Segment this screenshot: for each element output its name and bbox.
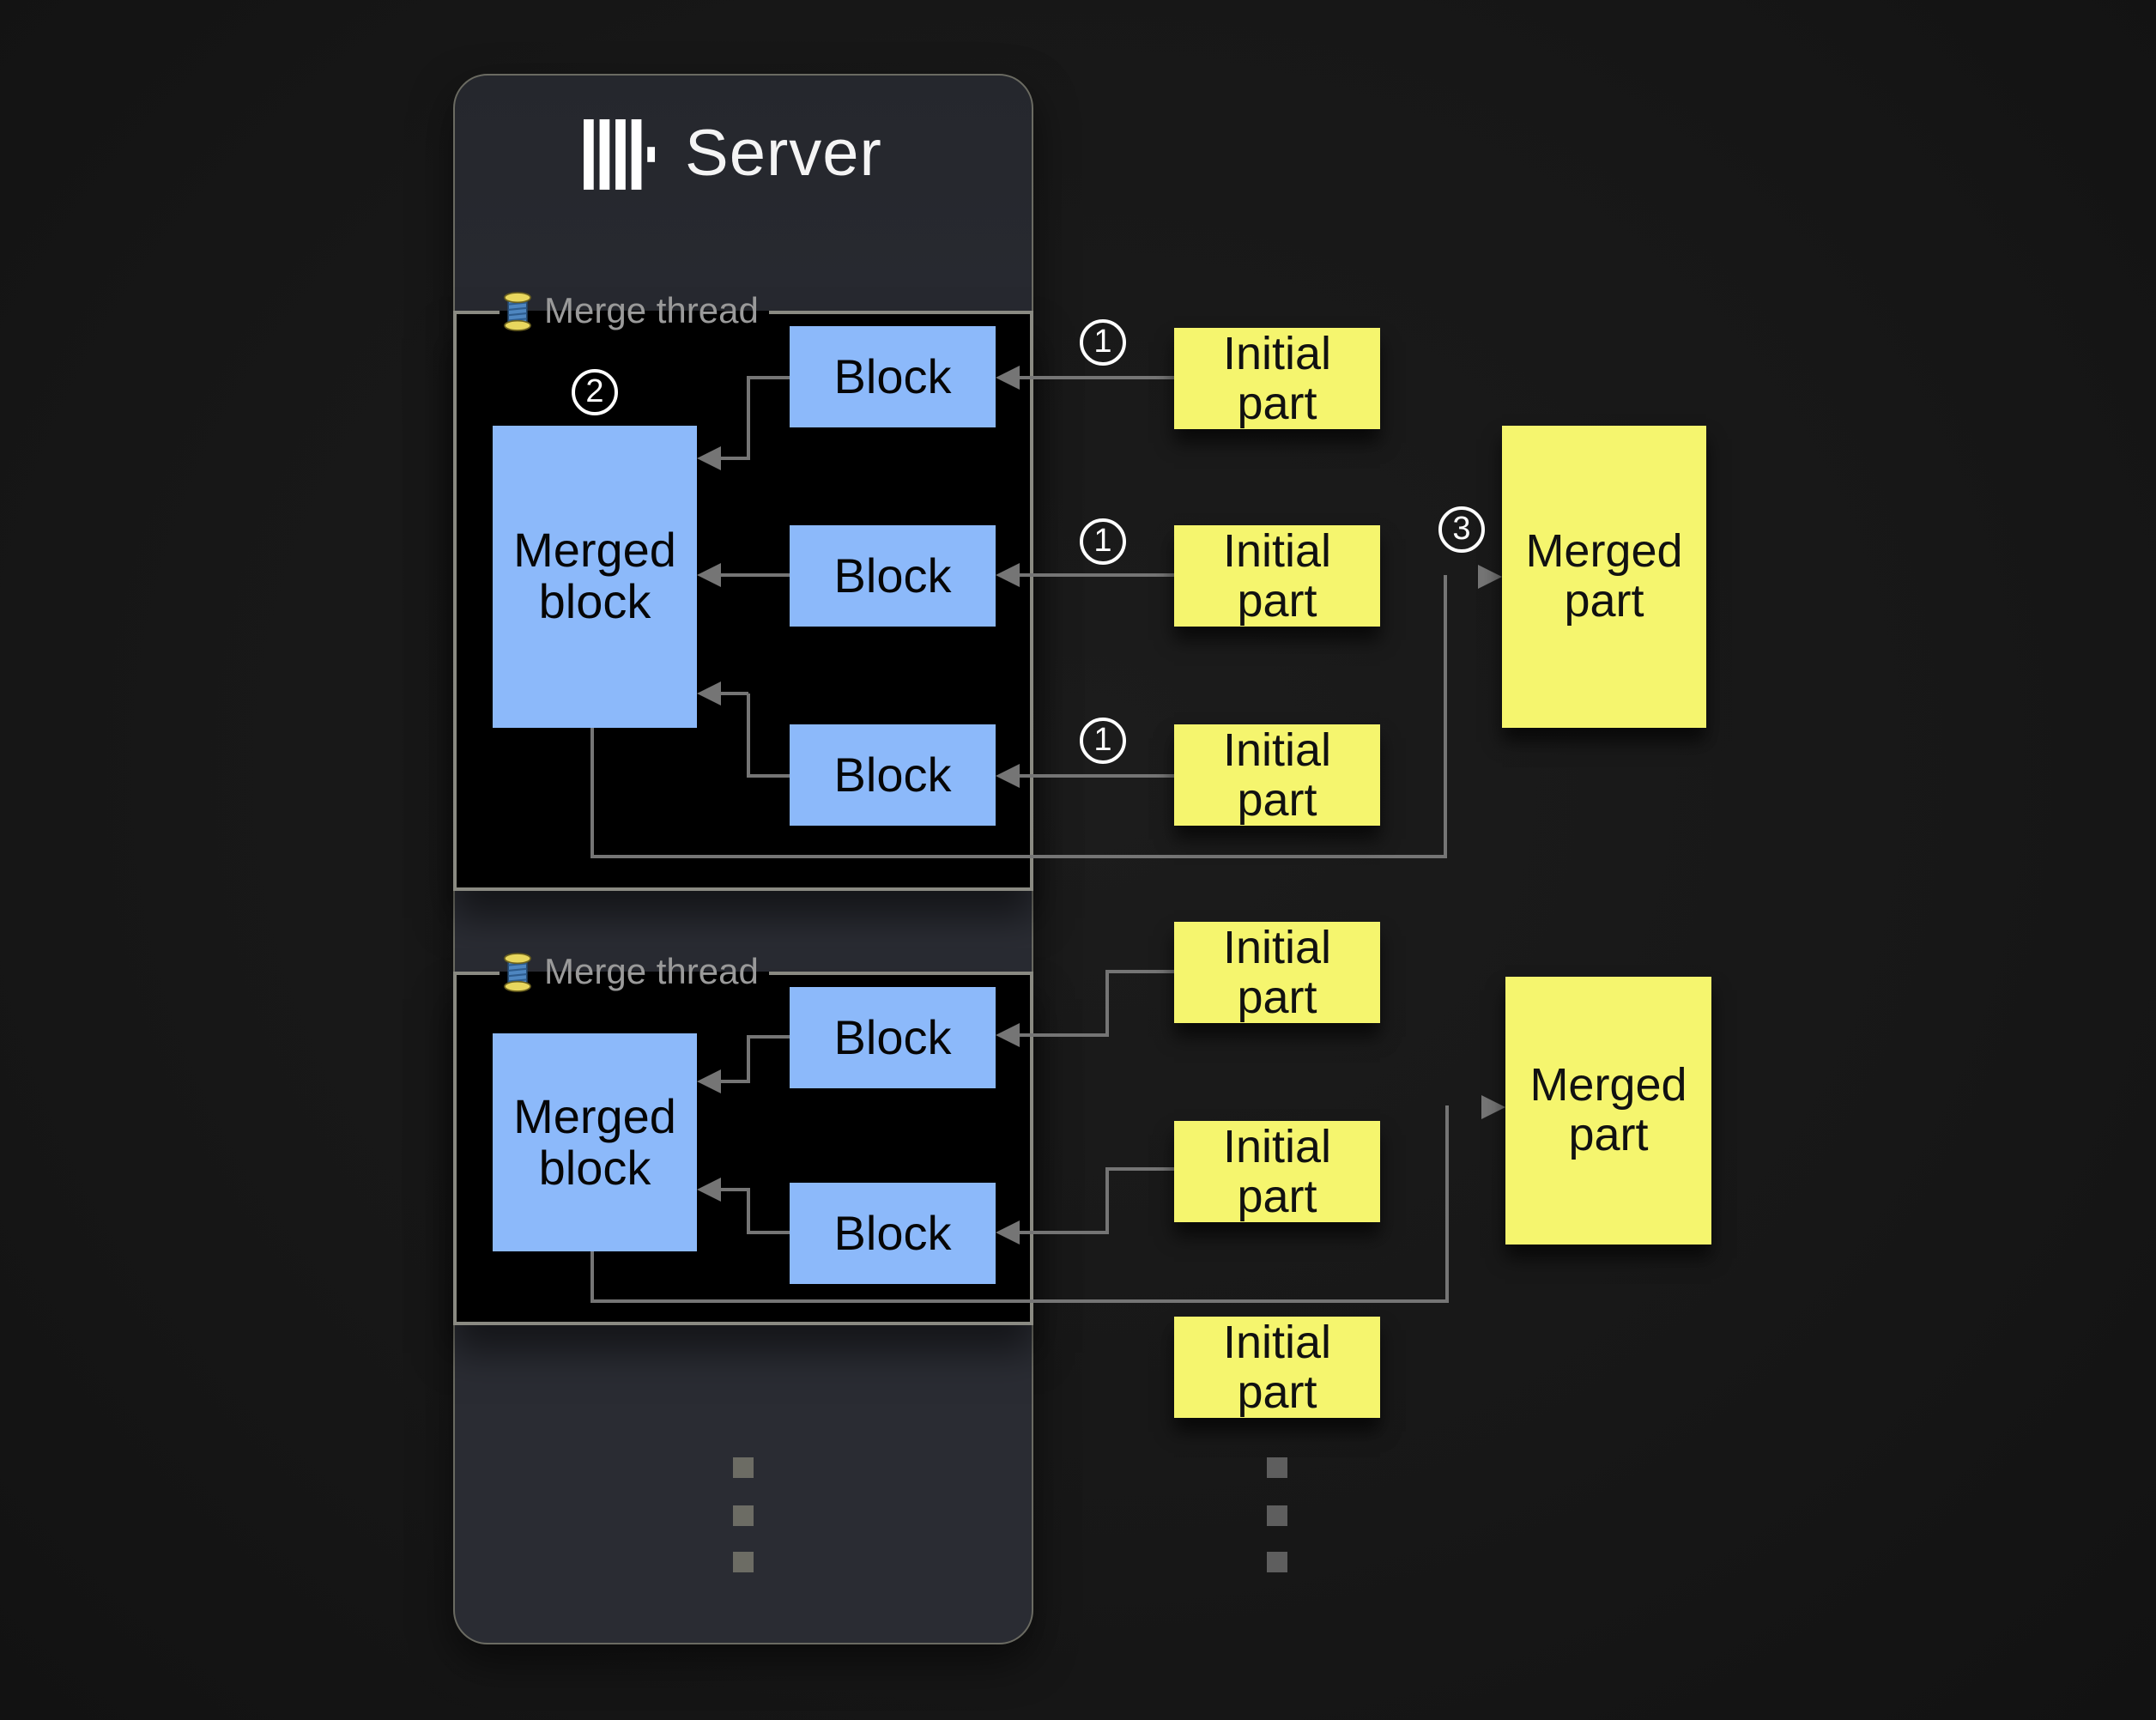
connector-line (747, 1035, 791, 1039)
ellipsis-dot (1267, 1457, 1287, 1478)
initial-part-3: Initial part (1174, 724, 1380, 826)
connector-line (1105, 1167, 1109, 1234)
connector-line (747, 1188, 750, 1234)
step-badge-2: 2 (572, 369, 618, 415)
connector-line (590, 1299, 1449, 1303)
arrow-head (697, 681, 721, 706)
connector-line (747, 1035, 750, 1083)
connector-line (1018, 1033, 1107, 1037)
merge-thread-label-2: Merge thread (503, 949, 759, 996)
connector-line (718, 1080, 748, 1083)
arrow-head (996, 366, 1020, 390)
panel-border (1030, 311, 1033, 891)
connector-line (1018, 774, 1174, 778)
panel-border (769, 972, 1033, 975)
connector-line (718, 1188, 748, 1191)
merged-part-1: Merged part (1502, 426, 1706, 728)
connector-line (718, 692, 748, 695)
merged-part-2: Merged part (1505, 977, 1711, 1245)
connector-line (747, 774, 791, 778)
thread1-block-2: Block (790, 525, 996, 627)
connector-line (590, 1251, 594, 1303)
connector-line (590, 855, 1447, 858)
connector-line (590, 728, 594, 858)
arrow-head (996, 563, 1020, 587)
server-header: Server (584, 113, 882, 196)
thread2-block-1: Block (790, 987, 996, 1088)
connector-line (718, 457, 748, 460)
thread-spool-icon (503, 953, 532, 992)
connector-line (718, 573, 791, 577)
ellipsis-dot (733, 1505, 754, 1526)
initial-part-5: Initial part (1174, 1121, 1380, 1222)
connector-line (747, 1231, 791, 1234)
connector-line (1444, 575, 1447, 858)
panel-border (453, 887, 1033, 891)
server-title: Server (685, 118, 882, 190)
connector-line (1105, 1167, 1174, 1171)
panel-border (453, 311, 500, 314)
connector-line (1445, 1105, 1449, 1301)
merged-block-1: Merged block (493, 426, 697, 728)
panel-border (453, 972, 457, 1325)
ellipsis-dot (733, 1457, 754, 1478)
clickhouse-logo-icon (584, 118, 656, 191)
ellipsis-dot (733, 1552, 754, 1572)
initial-part-2: Initial part (1174, 525, 1380, 627)
merge-thread-label-text: Merge thread (544, 952, 759, 991)
arrow-head (996, 1023, 1020, 1047)
arrow-head (1481, 1095, 1505, 1119)
connector-line (1105, 970, 1174, 973)
panel-border (453, 972, 500, 975)
arrow-head (697, 1178, 721, 1202)
initial-part-1: Initial part (1174, 328, 1380, 429)
arrow-head (1478, 565, 1502, 589)
merged-block-2: Merged block (493, 1033, 697, 1251)
panel-border (1030, 972, 1033, 1325)
thread1-block-3: Block (790, 724, 996, 826)
connector-line (747, 693, 750, 778)
arrow-head (996, 764, 1020, 788)
thread-spool-icon (503, 292, 532, 331)
connector-line (747, 376, 750, 460)
arrow-head (697, 446, 721, 470)
merge-thread-label-text: Merge thread (544, 291, 759, 330)
thread1-block-1: Block (790, 326, 996, 427)
connector-line (1105, 970, 1109, 1037)
arrow-head (697, 1069, 721, 1093)
thread2-block-2: Block (790, 1183, 996, 1284)
arrow-head (996, 1220, 1020, 1245)
step-badge-3: 3 (1438, 506, 1485, 553)
ellipsis-dot (1267, 1552, 1287, 1572)
initial-part-4: Initial part (1174, 922, 1380, 1023)
ellipsis-dot (1267, 1505, 1287, 1526)
panel-border (453, 1322, 1033, 1325)
merge-thread-label-1: Merge thread (503, 288, 759, 335)
step-badge-1: 1 (1080, 319, 1126, 366)
connector-line (1018, 376, 1174, 379)
initial-part-6: Initial part (1174, 1317, 1380, 1418)
arrow-head (697, 563, 721, 587)
step-badge-1: 1 (1080, 718, 1126, 764)
panel-border (769, 311, 1033, 314)
panel-border (453, 311, 457, 891)
step-badge-1: 1 (1080, 518, 1126, 565)
connector-line (747, 376, 791, 379)
connector-line (1018, 573, 1174, 577)
connector-line (1018, 1231, 1107, 1234)
